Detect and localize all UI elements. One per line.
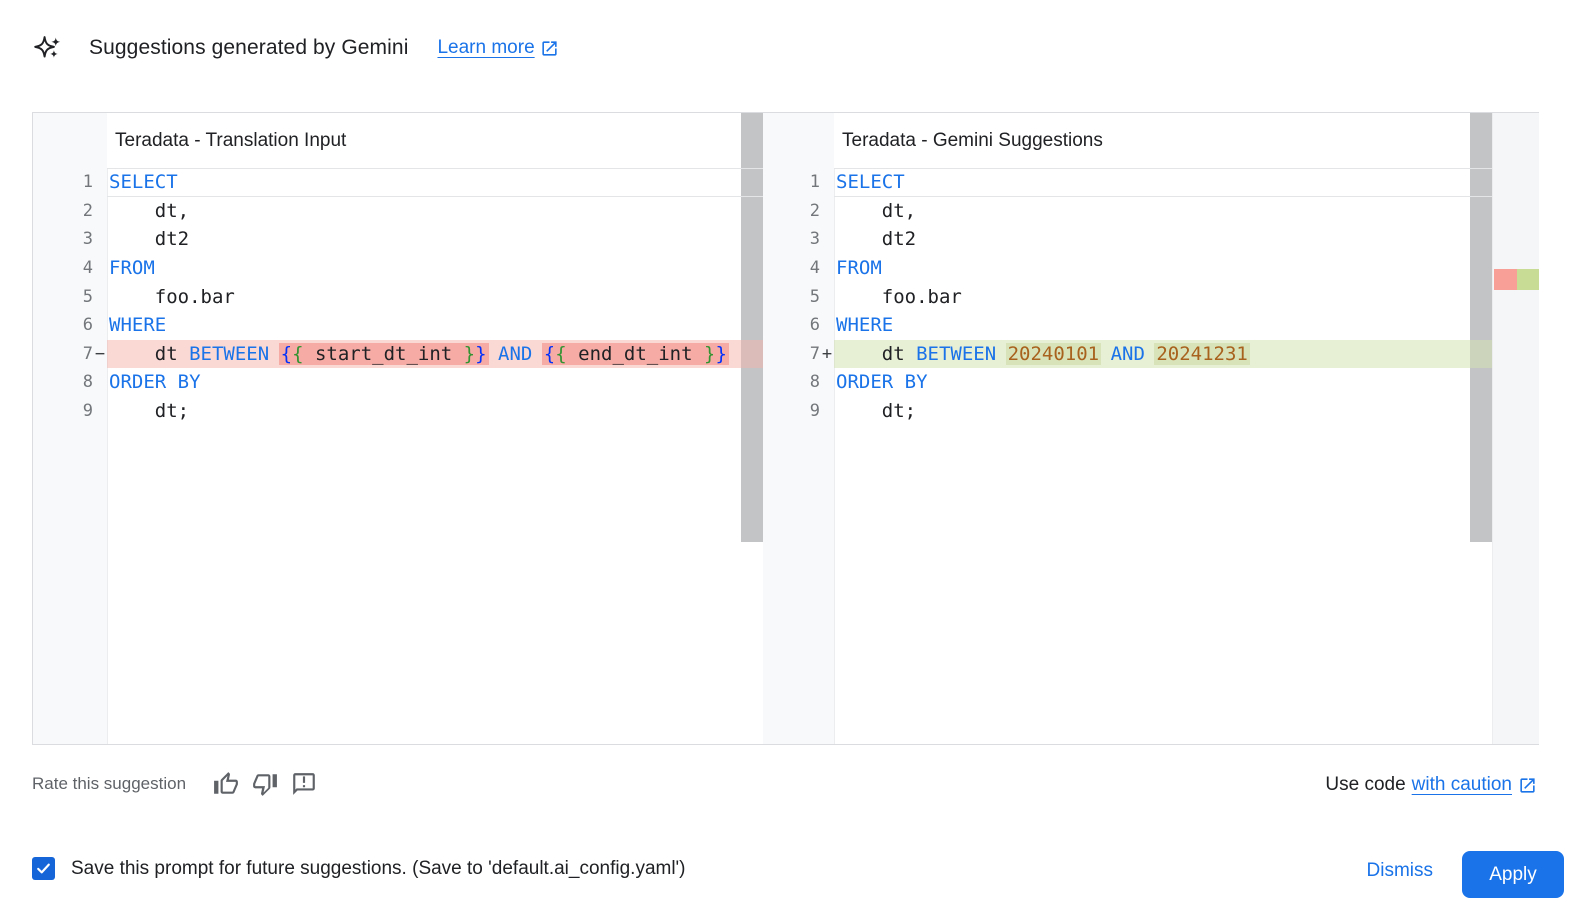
gemini-spark-icon bbox=[34, 36, 61, 58]
code-line: 3 dt2 bbox=[763, 225, 1539, 254]
code-text: dt; bbox=[109, 400, 190, 423]
diff-overview-ruler[interactable] bbox=[1492, 113, 1539, 744]
learn-more-link[interactable]: Learn more bbox=[437, 37, 558, 59]
code-text: FROM bbox=[836, 257, 882, 280]
code-text: ORDER BY bbox=[109, 371, 201, 394]
line-number: 4 bbox=[82, 258, 93, 279]
code-line: 5 foo.bar bbox=[33, 282, 763, 311]
code-line: 8 ORDER BY bbox=[763, 368, 1539, 397]
code-line: 5 foo.bar bbox=[763, 282, 1539, 311]
open-in-new-icon bbox=[1520, 777, 1535, 793]
gutter-divider bbox=[107, 168, 108, 744]
line-number: 1 bbox=[82, 172, 93, 193]
code-line: 1 SELECT bbox=[33, 168, 763, 197]
page-title: Suggestions generated by Gemini bbox=[89, 36, 409, 59]
code-text: foo.bar bbox=[836, 285, 962, 308]
line-number: 6 bbox=[809, 315, 820, 336]
dismiss-button[interactable]: Dismiss bbox=[1366, 860, 1434, 881]
line-number: 2 bbox=[82, 200, 93, 221]
header: Suggestions generated by Gemini Learn mo… bbox=[32, 31, 1542, 65]
right-panel-title: Teradata - Gemini Suggestions bbox=[842, 130, 1103, 151]
code-line: 6 WHERE bbox=[33, 311, 763, 340]
line-number: 7 bbox=[809, 343, 820, 364]
diff-view: Teradata - Translation Input 1 SELECT 2 dt… bbox=[32, 112, 1539, 745]
use-code-caution: Use code with caution bbox=[1325, 772, 1537, 798]
code-text: dt BETWEEN {{ start_dt_int }} AND {{ end… bbox=[109, 342, 727, 365]
check-icon bbox=[37, 863, 50, 874]
code-text: FROM bbox=[109, 257, 155, 280]
added-diff-marker bbox=[1517, 269, 1539, 290]
code-line: 3 dt2 bbox=[33, 225, 763, 254]
code-text: SELECT bbox=[836, 171, 905, 194]
line-number: 2 bbox=[809, 200, 820, 221]
use-code-text: Use code bbox=[1325, 774, 1406, 795]
with-caution-link[interactable]: with caution bbox=[1411, 774, 1512, 795]
code-text: WHERE bbox=[836, 314, 894, 337]
code-line: 2 dt, bbox=[33, 197, 763, 226]
line-number: 9 bbox=[82, 401, 93, 422]
diff-sign: + bbox=[821, 343, 833, 364]
save-checkbox[interactable] bbox=[32, 857, 55, 880]
code-line: 1 SELECT bbox=[763, 168, 1539, 197]
left-panel-title: Teradata - Translation Input bbox=[115, 130, 347, 151]
code-text: WHERE bbox=[109, 314, 167, 337]
bottom-bar: Save this prompt for future suggestions.… bbox=[0, 845, 1574, 905]
line-number: 8 bbox=[82, 372, 93, 393]
code-text: ORDER BY bbox=[836, 371, 928, 394]
translation-input-editor[interactable]: Teradata - Translation Input 1 SELECT 2 dt… bbox=[33, 113, 763, 744]
code-line: 7− dt BETWEEN {{ start_dt_int }} AND {{ … bbox=[33, 339, 763, 369]
line-number-gutter bbox=[33, 113, 107, 744]
code-line: 2 dt, bbox=[763, 197, 1539, 226]
code-line: 7+ dt BETWEEN 20240101 AND 20241231 bbox=[763, 339, 1539, 369]
code-text: dt, bbox=[836, 199, 917, 222]
thumb-up-button[interactable] bbox=[212, 771, 239, 798]
thumb-down-icon bbox=[252, 774, 277, 796]
line-number: 8 bbox=[809, 372, 820, 393]
right-scrollbar[interactable] bbox=[1470, 113, 1492, 744]
code-text: SELECT bbox=[109, 171, 178, 194]
line-number: 1 bbox=[809, 172, 820, 193]
gutter-divider bbox=[834, 168, 835, 744]
scrollbar-thumb[interactable] bbox=[1470, 113, 1492, 542]
diff-sign: − bbox=[94, 343, 106, 364]
code-line: 4 FROM bbox=[763, 254, 1539, 283]
thumb-down-button[interactable] bbox=[251, 771, 278, 798]
line-number: 5 bbox=[809, 286, 820, 307]
scrollbar-thumb[interactable] bbox=[741, 113, 763, 542]
gemini-suggestions-editor[interactable]: Teradata - Gemini Suggestions 1 SELECT 2 d… bbox=[763, 113, 1539, 744]
open-in-new-icon bbox=[542, 40, 557, 56]
save-prompt-option[interactable]: Save this prompt for future suggestions.… bbox=[32, 857, 686, 880]
line-number: 6 bbox=[82, 315, 93, 336]
code-line: 6 WHERE bbox=[763, 311, 1539, 340]
code-text: dt2 bbox=[836, 228, 917, 251]
line-number-gutter bbox=[763, 113, 834, 744]
code-line: 4 FROM bbox=[33, 254, 763, 283]
line-number: 5 bbox=[82, 286, 93, 307]
feedback-button[interactable] bbox=[290, 771, 317, 798]
line-number: 3 bbox=[82, 229, 93, 250]
left-scrollbar[interactable] bbox=[741, 113, 763, 744]
line-number: 7 bbox=[82, 343, 93, 364]
thumb-up-icon bbox=[213, 772, 238, 794]
code-line: 8 ORDER BY bbox=[33, 368, 763, 397]
line-number: 9 bbox=[809, 401, 820, 422]
save-checkbox-label: Save this prompt for future suggestions.… bbox=[71, 857, 686, 879]
code-text: dt2 bbox=[109, 228, 190, 251]
code-text: dt; bbox=[836, 400, 917, 423]
code-text: foo.bar bbox=[109, 285, 235, 308]
apply-button[interactable]: Apply bbox=[1462, 851, 1564, 898]
feedback-icon bbox=[292, 773, 315, 795]
code-text: dt, bbox=[109, 199, 190, 222]
code-line: 9 dt; bbox=[763, 397, 1539, 426]
removed-diff-marker bbox=[1494, 269, 1517, 290]
rate-row: Rate this suggestion bbox=[32, 770, 329, 798]
code-line: 9 dt; bbox=[33, 397, 763, 426]
line-number: 4 bbox=[809, 258, 820, 279]
code-text: dt BETWEEN 20240101 AND 20241231 bbox=[836, 342, 1248, 365]
rate-label: Rate this suggestion bbox=[32, 774, 187, 793]
line-number: 3 bbox=[809, 229, 820, 250]
